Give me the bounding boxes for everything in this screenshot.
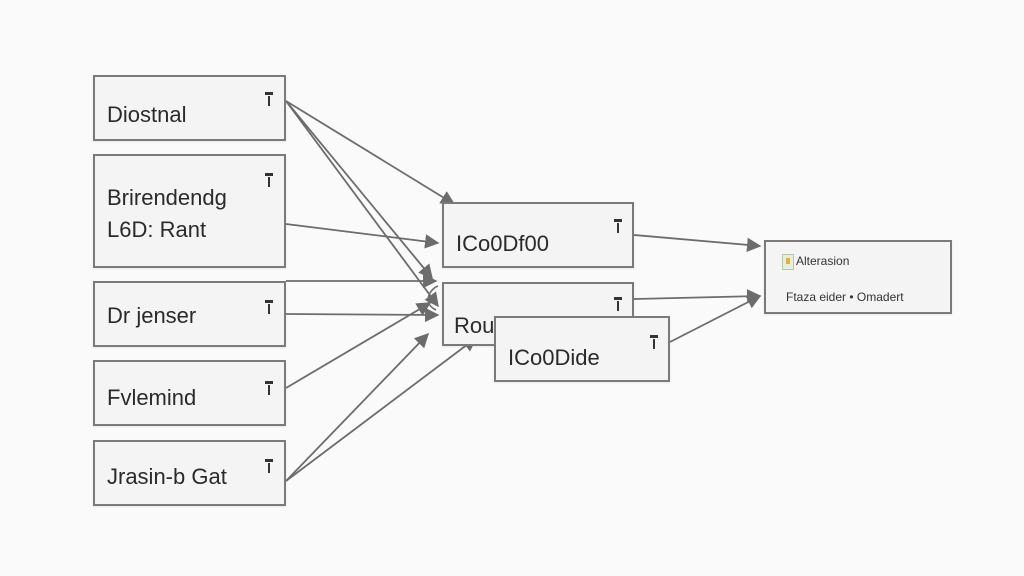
output-box-subtitle: Ftaza eider • Omadert [786,290,904,304]
connector-input-5-middle-2-b [285,337,478,482]
input-box-3: Dr jenser [93,281,286,347]
connector-input-1-middle-2 [285,100,433,280]
connector-input-4-middle-2 [285,302,432,389]
connector-middle-2-output [633,289,762,304]
connector-input-1-middle-2-lower [285,100,439,308]
middle-box-2-label: Rou [454,313,495,338]
input-box-1: Diostnal [93,75,286,141]
pin-icon [263,91,275,109]
input-box-5-label: Jrasin-b Gat [107,464,227,489]
connector-middle-1-output [633,234,762,253]
middle-box-3-label: ICo0Dide [508,345,600,370]
input-box-2-label: Brirendendg L6D: Rant [107,185,227,242]
input-box-5: Jrasin-b Gat [93,440,286,506]
middle-box-1: ICo0Df00 [442,202,634,268]
input-box-1-label: Diostnal [107,102,187,127]
pin-icon [648,334,660,352]
pin-icon [612,218,624,236]
pin-icon [263,380,275,398]
pin-icon [612,296,624,314]
middle-box-1-label: ICo0Df00 [456,231,549,256]
input-box-4-label: Fvlemind [107,385,197,410]
pin-icon [263,172,275,190]
output-box: Alterasion Ftaza eider • Omadert [764,240,952,314]
status-indicator [782,254,794,270]
input-box-2: Brirendendg L6D: Rant [93,154,286,268]
connector-input-1-middle-1 [285,100,456,205]
junction-curve [427,285,439,311]
output-box-title: Alterasion [796,254,850,268]
connector-input-2-middle-1 [285,223,440,249]
input-box-3-label: Dr jenser [107,303,197,328]
pin-icon [263,299,275,317]
pin-icon [263,458,275,476]
connector-input-3-middle-2-mid [285,307,440,323]
connector-input-5-middle-2-a [285,332,430,482]
connector-middle-3-output [669,295,762,343]
middle-box-3: ICo0Dide [494,316,670,382]
input-box-4: Fvlemind [93,360,286,426]
